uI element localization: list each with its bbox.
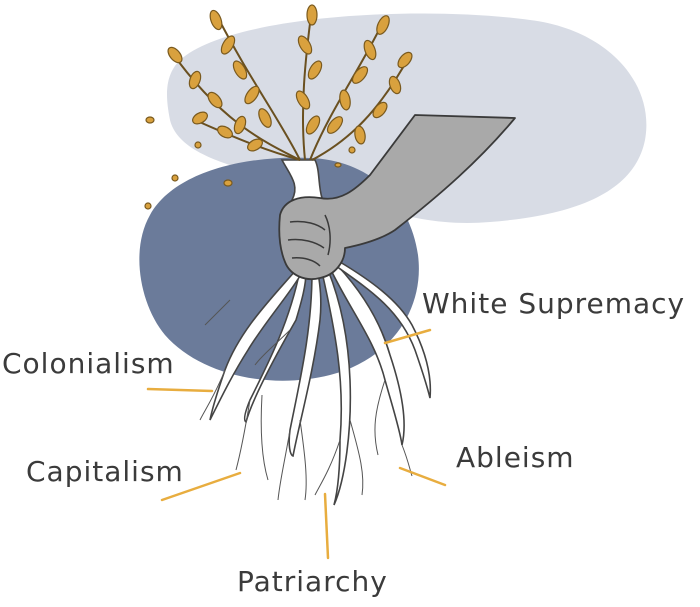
connector-white-supremacy <box>383 328 432 345</box>
label-ableism: Ableism <box>456 441 575 474</box>
hand-arm <box>278 114 516 280</box>
hand-finger-lines <box>287 214 331 267</box>
plant-leaves <box>144 4 413 210</box>
root-hairs <box>199 299 413 501</box>
label-capitalism: Capitalism <box>26 455 184 488</box>
connector-capitalism <box>160 471 242 502</box>
connector-lines <box>146 328 447 560</box>
roots <box>209 260 432 506</box>
label-colonialism: Colonialism <box>2 347 175 380</box>
label-white-supremacy: White Supremacy <box>422 287 686 320</box>
connector-colonialism <box>146 387 214 393</box>
connector-patriarchy <box>323 492 330 560</box>
connector-ableism <box>398 466 447 487</box>
label-patriarchy: Patriarchy <box>237 565 388 598</box>
